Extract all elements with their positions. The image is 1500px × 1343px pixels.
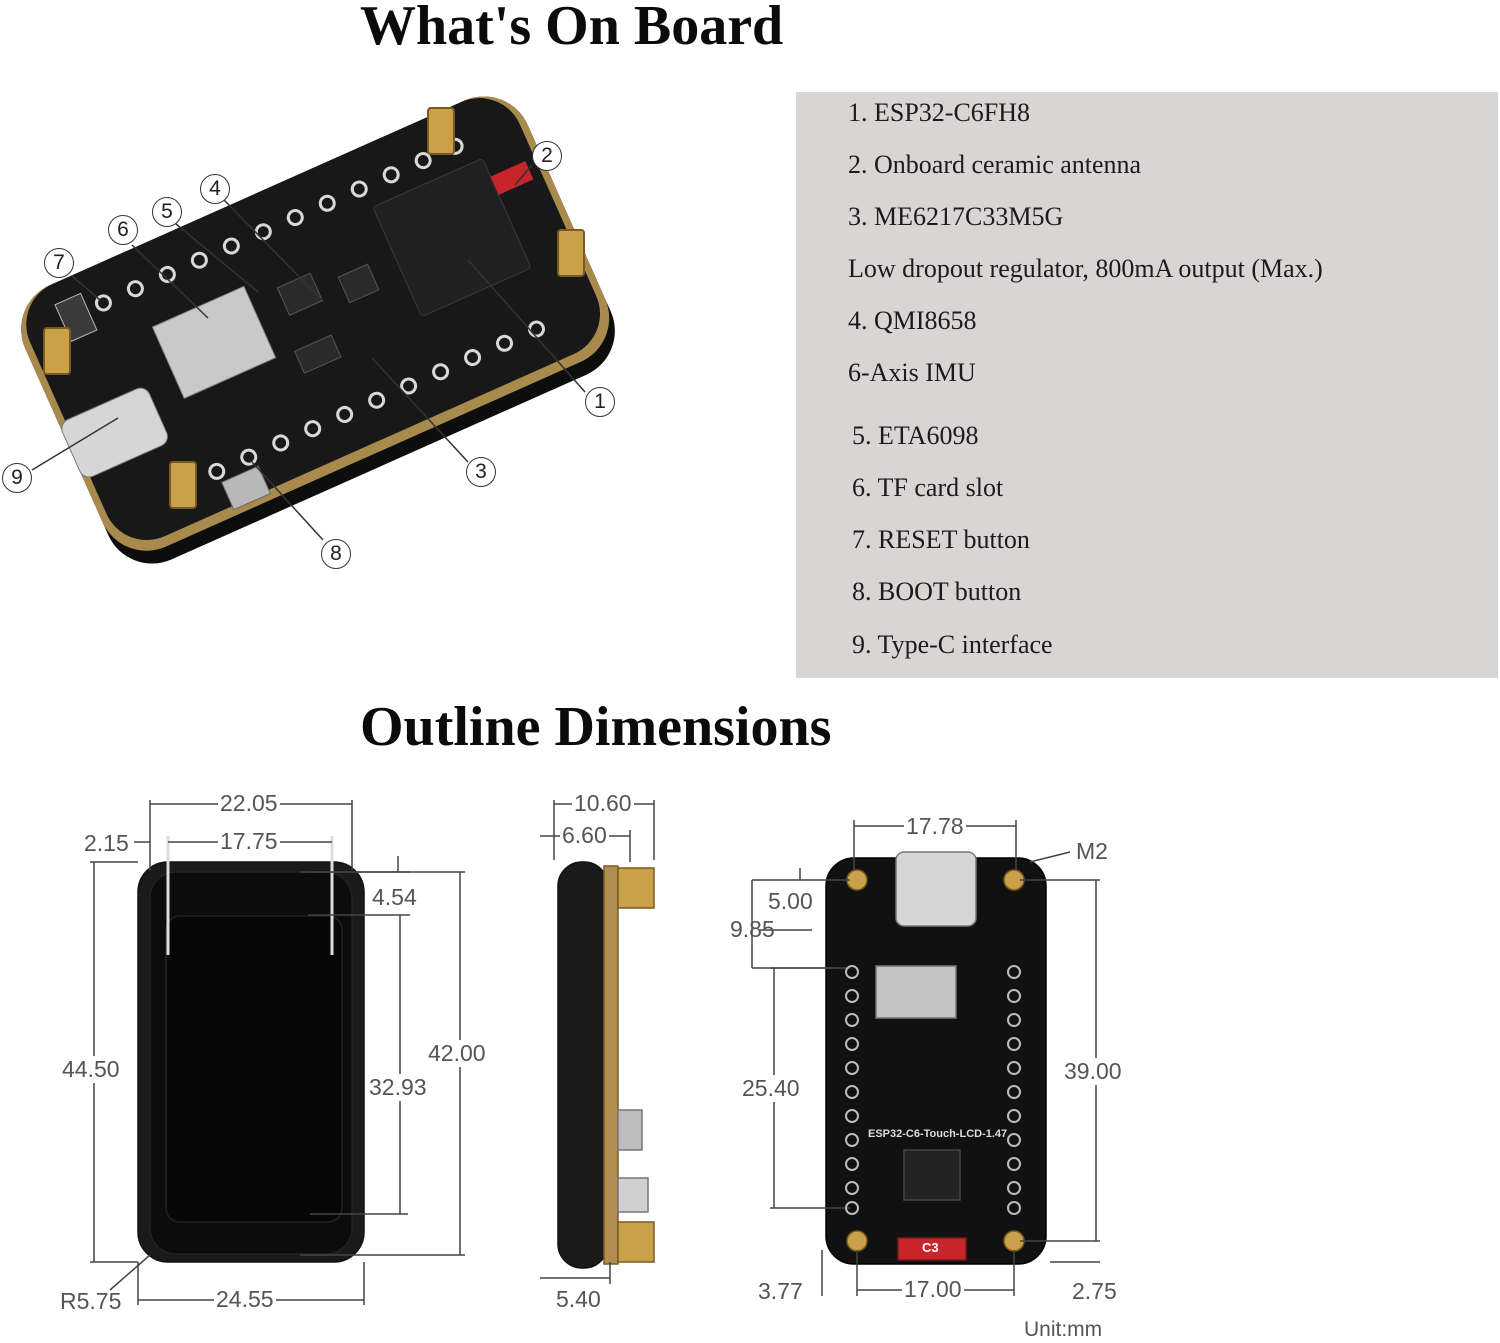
back-type-c — [895, 851, 977, 927]
front-display — [165, 915, 343, 1223]
silkscreen-label: ESP32-C6-Touch-LCD-1.47 — [868, 1128, 1008, 1140]
legend-item: 6-Axis IMU — [848, 358, 976, 387]
leader-line — [175, 223, 259, 293]
standoff — [169, 461, 197, 509]
legend-item: 8. BOOT button — [852, 577, 1022, 606]
legend-item: 3. ME6217C33M5G — [848, 202, 1064, 231]
callout-6: 6 — [108, 215, 138, 245]
side-case — [557, 861, 609, 1269]
callout-3: 3 — [466, 457, 496, 487]
back-tf-slot — [875, 965, 957, 1019]
dim-side-bottom: 5.40 — [556, 1286, 601, 1312]
chip — [294, 334, 342, 374]
leader-line — [223, 199, 323, 301]
callout-9: 9 — [2, 463, 32, 493]
callout-8: 8 — [321, 539, 351, 569]
dim-side-thickness-body: 6.60 — [560, 822, 609, 849]
antenna-label: C3 — [922, 1240, 939, 1255]
dim-side-thickness-total: 10.60 — [572, 790, 634, 817]
leader-line — [31, 417, 119, 471]
side-standoff — [617, 867, 655, 909]
leader-line — [131, 244, 209, 319]
leader-line — [251, 461, 324, 541]
dim-front-width-inner: 17.75 — [218, 828, 280, 855]
tf-slot — [151, 285, 277, 399]
antenna — [490, 161, 534, 195]
dim-front-height-outer: 42.00 — [426, 1040, 488, 1067]
type-c-port — [61, 387, 168, 478]
reset-button — [54, 292, 98, 342]
standoff — [43, 327, 71, 375]
leader-line — [514, 164, 533, 186]
dim-front-height-total: 44.50 — [60, 1056, 122, 1083]
legend-item: Low dropout regulator, 800mA output (Max… — [848, 254, 1323, 283]
dim-back-top-5: 5.00 — [766, 888, 815, 915]
dim-back-height: 39.00 — [1062, 1058, 1124, 1085]
dim-front-height-display: 32.93 — [367, 1074, 429, 1101]
dim-back-bottom-span: 17.00 — [902, 1276, 964, 1303]
legend-item: 1. ESP32-C6FH8 — [848, 98, 1031, 127]
legend-item: 6. TF card slot — [852, 473, 1004, 502]
legend-item: 2. Onboard ceramic antenna — [848, 150, 1142, 179]
callout-4: 4 — [200, 174, 230, 204]
leader-line — [467, 259, 586, 393]
legend-item: 4. QMI8658 — [848, 306, 977, 335]
chip — [337, 263, 380, 304]
dim-front-bottom-width: 24.55 — [214, 1286, 276, 1313]
dim-back-hole-span: 17.78 — [904, 813, 966, 840]
dim-back-top-985: 9.85 — [730, 916, 775, 942]
legend-item: 7. RESET button — [852, 525, 1030, 554]
board-section-title: What's On Board — [360, 0, 784, 57]
dim-back-mount: M2 — [1076, 838, 1108, 864]
dim-front-width-total: 22.05 — [218, 790, 280, 817]
callout-1: 1 — [585, 387, 615, 417]
dim-front-top-offset: 4.54 — [370, 884, 419, 911]
dim-front-radius: R5.75 — [60, 1288, 122, 1314]
unit-label: Unit:mm — [1024, 1318, 1103, 1341]
back-antenna — [897, 1237, 967, 1261]
dimensions-section-title: Outline Dimensions — [360, 696, 832, 758]
boot-button — [220, 465, 272, 511]
legend-panel: 1. ESP32-C6FH8 2. Onboard ceramic antenn… — [796, 92, 1498, 678]
side-connector — [617, 1109, 643, 1151]
legend-item: 9. Type-C interface — [852, 630, 1053, 659]
leader-line — [71, 275, 101, 301]
callout-7: 7 — [44, 248, 74, 278]
callout-2: 2 — [532, 141, 562, 171]
side-pcb — [603, 865, 619, 1265]
leader-line — [371, 357, 469, 463]
standoff — [427, 107, 455, 155]
dim-back-bottom-left: 3.77 — [758, 1278, 803, 1304]
chip — [276, 272, 324, 316]
esp-module — [373, 159, 531, 316]
dim-back-pin-span: 25.40 — [740, 1075, 802, 1102]
standoff — [557, 229, 585, 277]
dim-front-left-offset: 2.15 — [84, 830, 129, 856]
legend-item: 5. ETA6098 — [852, 421, 979, 450]
side-standoff — [617, 1221, 655, 1263]
back-esp — [903, 1149, 961, 1201]
callout-5: 5 — [152, 197, 182, 227]
side-button — [617, 1177, 649, 1213]
dim-back-bottom-right: 2.75 — [1072, 1278, 1117, 1304]
